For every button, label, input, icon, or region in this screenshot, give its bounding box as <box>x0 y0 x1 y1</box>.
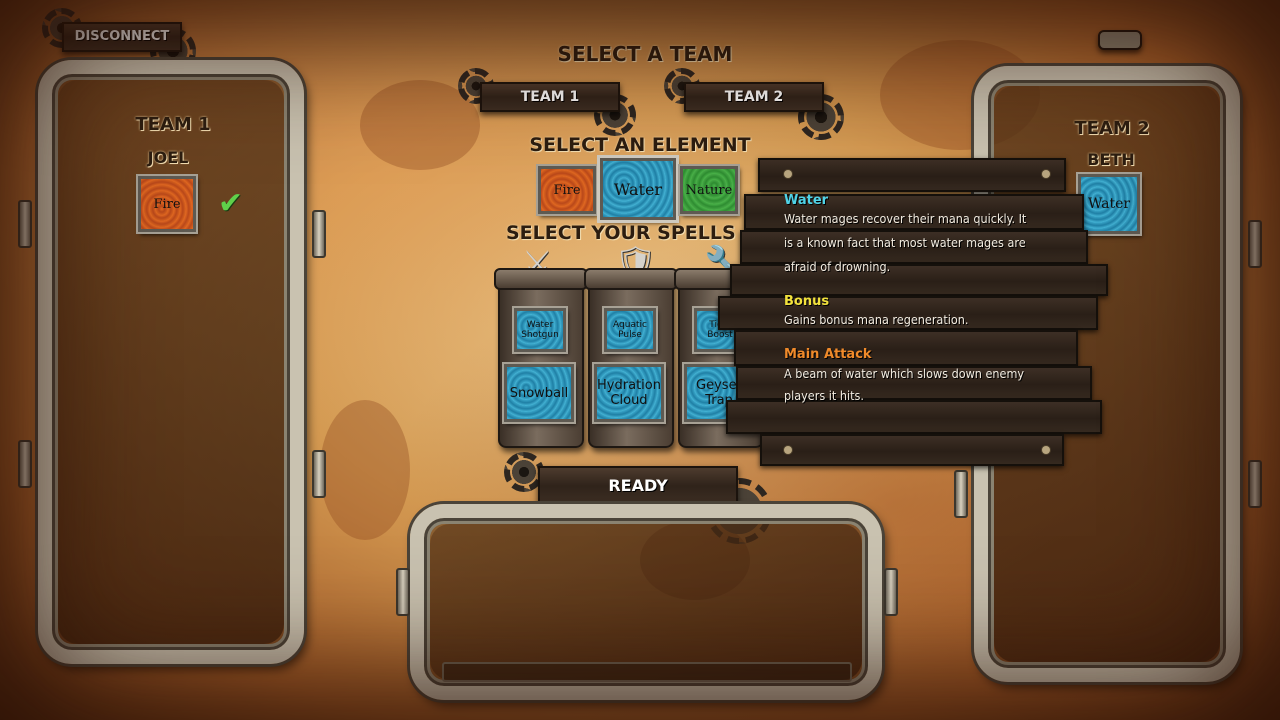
chat-input[interactable] <box>442 662 852 682</box>
tooltip-board <box>740 230 1088 264</box>
checkmark-icon: ✔ <box>218 186 244 221</box>
tooltip-description-line: Water mages recover their mana quickly. … <box>784 211 1027 226</box>
background-stain <box>320 400 410 540</box>
team1-button[interactable]: TEAM 1 <box>480 82 620 112</box>
tooltip-attack-line: A beam of water which slows down enemy <box>784 366 1025 381</box>
spell-column-cap <box>584 268 678 290</box>
disconnect-button[interactable]: DISCONNECT <box>62 22 182 52</box>
spell-1-bottom-button[interactable]: Snowball <box>504 364 574 422</box>
tooltip-board <box>726 400 1102 434</box>
team2-player-name: BETH <box>1087 150 1135 169</box>
select-team-title: SELECT A TEAM <box>557 42 733 66</box>
frame-bracket <box>884 568 898 616</box>
spell-1-top-button[interactable]: Water Shotgun <box>514 308 566 352</box>
team2-button[interactable]: TEAM 2 <box>684 82 824 112</box>
frame-bracket <box>312 450 326 498</box>
tooltip-board <box>760 434 1064 466</box>
team1-panel-inner <box>58 80 284 644</box>
nail-icon <box>784 446 792 454</box>
tooltip-board <box>730 264 1108 296</box>
spell-column-cap <box>494 268 588 290</box>
spell-2-bottom-button[interactable]: Hydration Cloud <box>594 364 664 422</box>
element-water-button[interactable]: Water <box>600 158 676 220</box>
team2-panel-top-handle <box>1098 30 1142 50</box>
element-tooltip: Water Water mages recover their mana qui… <box>716 156 1112 468</box>
team1-player-element-tile: Fire <box>138 176 196 232</box>
tooltip-board <box>734 330 1078 366</box>
tooltip-description-line: is a known fact that most water mages ar… <box>784 235 1026 250</box>
tooltip-board <box>744 194 1084 230</box>
chat-panel-inner <box>430 524 862 680</box>
tooltip-bonus-text: Gains bonus mana regeneration. <box>784 312 969 327</box>
tooltip-board <box>736 366 1092 400</box>
tooltip-attack-heading: Main Attack <box>784 347 872 362</box>
team2-title: TEAM 2 <box>1074 118 1150 139</box>
element-fire-button[interactable]: Fire <box>538 166 596 214</box>
tooltip-board <box>758 158 1066 192</box>
select-element-title: SELECT AN ELEMENT <box>529 134 751 156</box>
gear-icon <box>504 452 544 492</box>
ready-button[interactable]: READY <box>538 466 738 506</box>
team2-player-element-tile: Water <box>1078 174 1140 234</box>
nail-icon <box>1042 170 1050 178</box>
tooltip-element-name: Water <box>784 193 829 208</box>
frame-bracket <box>312 210 326 258</box>
team1-player-name: JOEL <box>147 148 189 167</box>
team1-panel <box>38 60 304 664</box>
nail-icon <box>784 170 792 178</box>
frame-bracket <box>1248 220 1262 268</box>
element-nature-button[interactable]: Nature <box>680 166 738 214</box>
frame-bracket <box>18 200 32 248</box>
select-spells-title: SELECT YOUR SPELLS <box>506 222 736 244</box>
frame-bracket <box>396 568 410 616</box>
tooltip-bonus-heading: Bonus <box>784 294 830 309</box>
tooltip-description-line: afraid of drowning. <box>784 259 891 274</box>
frame-bracket <box>18 440 32 488</box>
frame-bracket <box>954 470 968 518</box>
tooltip-attack-line: players it hits. <box>784 388 864 403</box>
nail-icon <box>1042 446 1050 454</box>
frame-bracket <box>1248 460 1262 508</box>
tooltip-board <box>718 296 1098 330</box>
team1-title: TEAM 1 <box>135 114 211 135</box>
spell-2-top-button[interactable]: Aquatic Pulse <box>604 308 656 352</box>
